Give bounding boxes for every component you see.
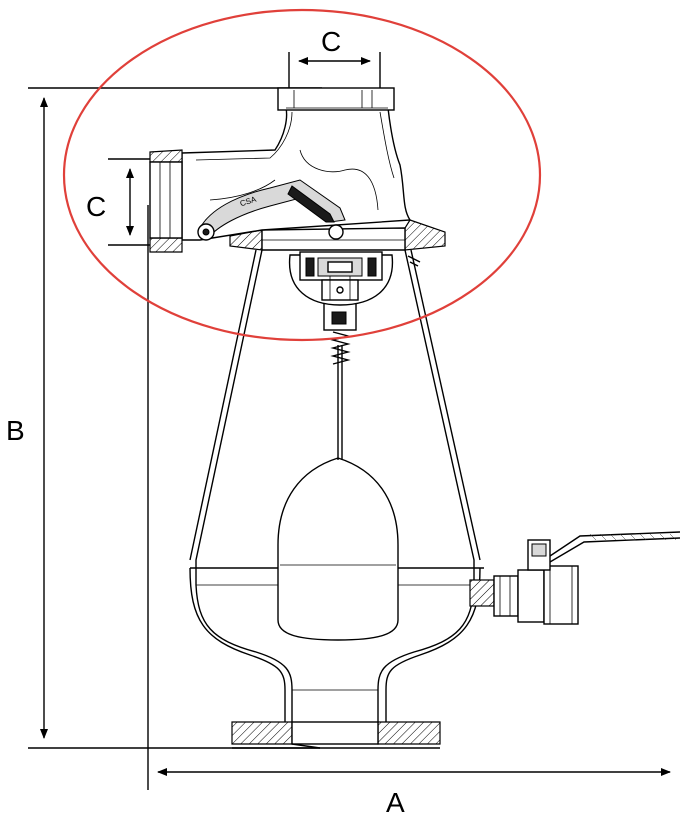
float-spring	[323, 299, 357, 365]
dimension-a	[147, 205, 671, 790]
valve-mechanism	[288, 251, 394, 306]
valve-head	[149, 87, 446, 253]
cover-nozzle	[407, 255, 421, 267]
dimension-c-side	[108, 158, 150, 246]
dimension-c-side-label: C	[86, 191, 106, 222]
drain-ball-valve	[469, 531, 680, 625]
highlight-ellipse	[62, 8, 542, 342]
dimension-c-top	[288, 52, 381, 92]
lever-arm: CSA	[197, 179, 346, 241]
float-ball	[277, 345, 399, 641]
bottom-flange	[231, 721, 441, 749]
dimension-c-top-label: C	[321, 26, 341, 57]
dimension-a-label: A	[386, 787, 405, 817]
dimension-b-label: B	[6, 415, 25, 446]
